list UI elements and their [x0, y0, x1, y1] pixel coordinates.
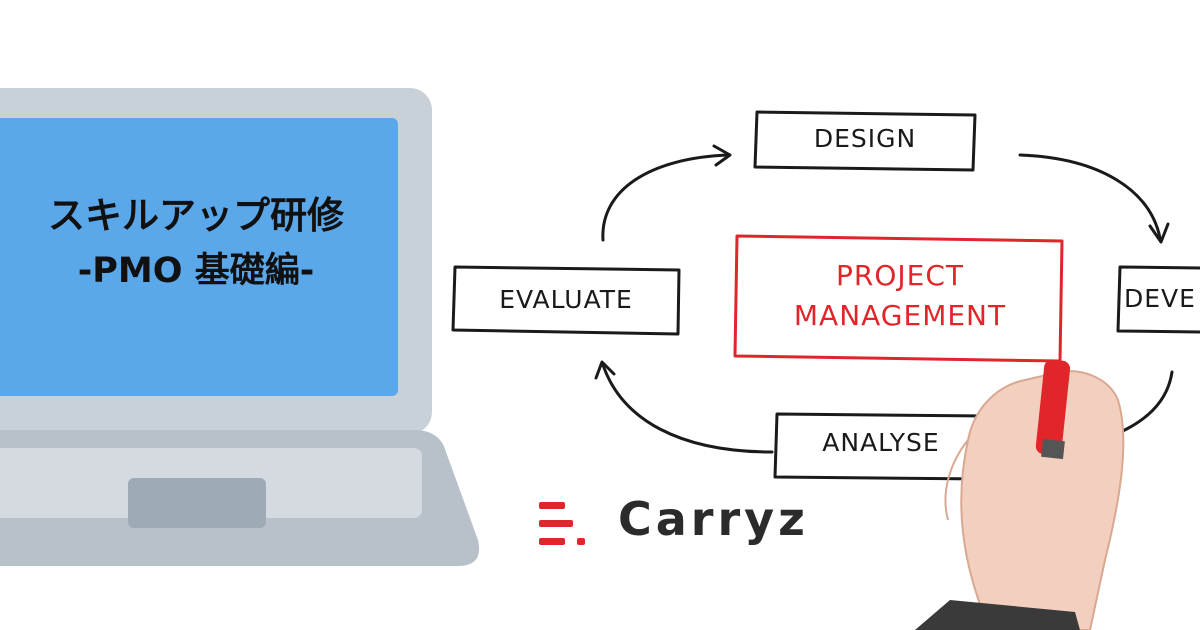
carryz-logo-text: Carryz	[618, 492, 809, 546]
arrowhead-evaluate	[594, 360, 616, 380]
logo-lines-icon	[539, 502, 585, 545]
develop-box	[1116, 265, 1200, 334]
design-box	[753, 110, 977, 172]
pm-label-line-1: PROJECT	[836, 259, 964, 292]
carryz-logo-mark	[539, 502, 585, 545]
laptop-screen	[0, 118, 398, 396]
pm-label-line-2: MANAGEMENT	[793, 299, 1007, 332]
title-line-2: -PMO 基礎編-	[77, 251, 315, 291]
sleeve	[915, 600, 1080, 630]
evaluate-box	[451, 265, 681, 336]
title-line-1: スキルアップ研修	[48, 194, 344, 237]
laptop-touchpad	[128, 478, 266, 528]
step-design-label: DESIGN	[813, 124, 917, 153]
arrowhead-develop	[1148, 222, 1170, 244]
arrow-analyse-to-evaluate	[601, 363, 774, 454]
step-evaluate-label: EVALUATE	[499, 285, 633, 314]
marker-icon	[1035, 359, 1071, 456]
hand-illustration	[915, 359, 1125, 630]
arrowhead-design	[712, 144, 732, 167]
arrow-evaluate-to-design	[601, 153, 730, 242]
project-management-label: PROJECT MANAGEMENT	[740, 256, 1060, 336]
arrow-design-to-develop	[1018, 153, 1162, 240]
slide-title: スキルアップ研修 -PMO 基礎編-	[0, 188, 392, 298]
laptop-illustration	[0, 88, 479, 566]
step-analyse-label: ANALYSE	[822, 428, 940, 457]
step-develop-label: DEVE	[1124, 284, 1196, 313]
